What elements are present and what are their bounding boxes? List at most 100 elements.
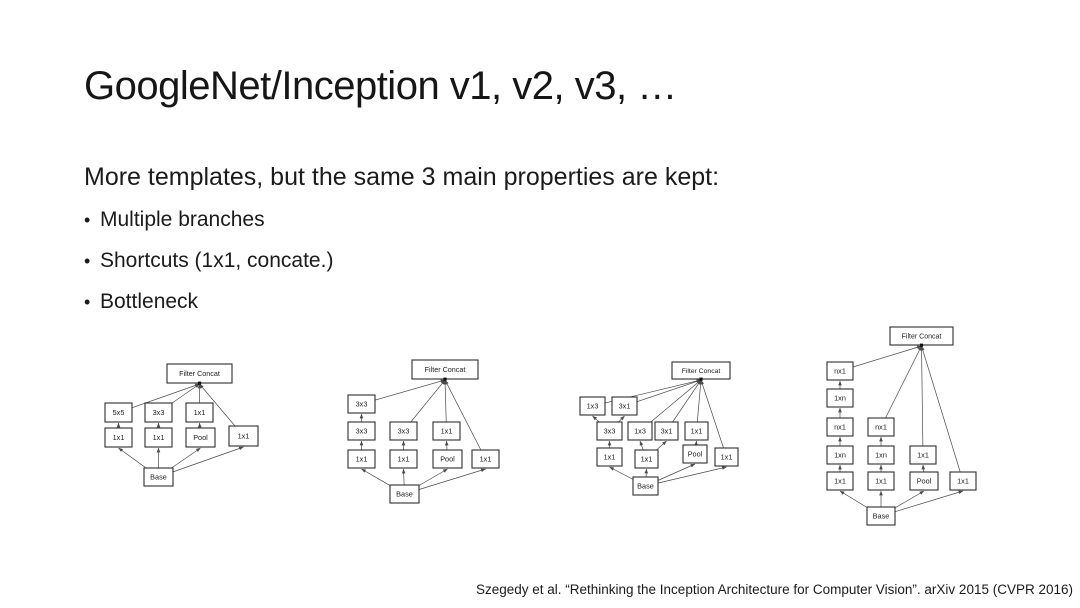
diagram-node-base <box>632 476 659 496</box>
diagram-node-label: 1x1 <box>480 455 492 464</box>
diagram-node-b2 <box>867 445 895 465</box>
diagram-node-c2 <box>185 402 214 423</box>
diagram-node-a1 <box>104 427 133 448</box>
diagram-node-a2 <box>347 421 376 441</box>
diagram-edge <box>839 345 922 372</box>
diagram-node-label: Pool <box>193 433 208 442</box>
citation: Szegedy et al. “Rethinking the Inception… <box>475 582 1073 597</box>
diagram-node-a2 <box>596 421 623 441</box>
diagram-edge <box>645 466 727 487</box>
diagram-node-label: Filter Concat <box>179 369 220 378</box>
diagram-node-label: Filter Concat <box>902 334 942 341</box>
bullet-item: • Bottleneck <box>84 288 333 316</box>
bullet-text: Multiple branches <box>100 208 265 231</box>
diagram-node-label: 1x1 <box>441 427 453 436</box>
diagram-node-a2 <box>104 402 133 423</box>
diagram-node-label: Base <box>150 473 167 482</box>
diagram-node-label: 1x1 <box>113 433 125 442</box>
diagram-node-label: 1xn <box>834 394 846 403</box>
diagram-node-label: 1x1 <box>153 433 165 442</box>
diagram-node-a3 <box>826 417 854 437</box>
diagram-node-b2 <box>389 421 418 441</box>
slide-title: GoogleNet/Inception v1, v2, v3, … <box>84 64 677 108</box>
diagram-node-c2 <box>909 445 937 465</box>
diagram-node-c1 <box>909 471 939 491</box>
diagram-node-d <box>228 425 259 447</box>
diagram-node-d <box>714 447 739 467</box>
diagram-node-label: 1x1 <box>917 451 929 460</box>
diagram-node-label: 1x1 <box>875 477 887 486</box>
bullet-text: Shortcuts (1x1, concate.) <box>100 249 334 272</box>
diagram-node-label: Base <box>873 512 890 521</box>
inception-v3-factorized-nxn-module-svg: Filter Concatnx11xnnx11xn1x1nx11xn1x11x1… <box>826 326 977 526</box>
diagram-node-b1 <box>389 449 418 469</box>
diagram-node-base <box>866 506 896 526</box>
diagram-node-a3a <box>579 396 606 416</box>
diagram-node-a5 <box>826 361 854 381</box>
diagram-node-b1 <box>867 471 895 491</box>
diagram-node-c2 <box>432 421 461 441</box>
diagram-node-d <box>471 449 500 469</box>
diagram-node-label: 3x1 <box>619 402 631 411</box>
bullet-text: Bottleneck <box>100 290 199 313</box>
diagram-node-a2 <box>826 445 854 465</box>
diagram-node-label: 1xn <box>834 451 846 460</box>
diagram-node-label: 3x1 <box>661 427 673 436</box>
bullet-item: • Multiple branches <box>84 206 333 234</box>
diagram-node-a3 <box>347 394 376 414</box>
diagram-node-label: Filter Concat <box>425 365 466 374</box>
diagram-node-a3b <box>611 396 638 416</box>
diagram-node-label: 1x1 <box>641 455 653 464</box>
diagram-node-b2 <box>144 402 173 423</box>
diagram-node-c1 <box>185 427 216 448</box>
diagram-node-base <box>143 467 174 487</box>
diagram-node-label: 3x3 <box>398 427 410 436</box>
diagram-node-label: 1x1 <box>957 477 969 486</box>
diagram-node-label: 1x1 <box>238 432 250 441</box>
diagram-node-c1 <box>432 449 463 469</box>
slide-subtitle: More templates, but the same 3 main prop… <box>84 163 720 191</box>
diagram-edge <box>444 379 486 460</box>
diagram-edge <box>700 379 727 458</box>
diagram-node-base <box>389 484 420 504</box>
diagram-node-label: Pool <box>440 455 455 464</box>
diagram-node-label: Pool <box>688 450 703 459</box>
diagram-node-label: 1x1 <box>721 453 733 462</box>
bullet-marker: • <box>84 292 91 312</box>
bullet-list: • Multiple branches • Shortcuts (1x1, co… <box>84 206 333 329</box>
junction-dot <box>443 377 447 381</box>
bullet-item: • Shortcuts (1x1, concate.) <box>84 247 333 275</box>
diagram-node-a4 <box>826 388 854 408</box>
diagram-node-label: 3x3 <box>153 408 165 417</box>
diagram-node-a1 <box>347 449 376 469</box>
diagram-edge <box>919 345 924 456</box>
diagram-node-label: 1x1 <box>398 455 410 464</box>
diagram-node-d <box>949 471 977 491</box>
diagram-node-label: Base <box>637 482 654 491</box>
junction-dot <box>197 381 202 385</box>
diagram-node-label: 3x3 <box>356 400 368 409</box>
diagram-node-label: 1x1 <box>834 477 846 486</box>
diagram-node-label: 1x3 <box>634 427 646 436</box>
diagram-node-c2 <box>684 421 709 441</box>
diagram-node-label: nx1 <box>834 423 846 432</box>
bullet-marker: • <box>84 251 91 271</box>
diagram-node-label: nx1 <box>834 367 846 376</box>
bullet-marker: • <box>84 210 91 230</box>
diagram-node-b1 <box>144 427 173 448</box>
diagram-node-b1 <box>634 449 659 469</box>
diagram-node-label: 1x1 <box>604 453 616 462</box>
diagram-edge <box>592 379 702 407</box>
diagram-node-label: 1x1 <box>691 427 703 436</box>
junction-dot <box>699 377 703 381</box>
diagram-node-a1 <box>596 447 623 467</box>
diagram-node-label: 1x1 <box>194 408 206 417</box>
diagram-edge <box>921 345 964 482</box>
diagram-node-label: 1xn <box>875 451 887 460</box>
diagram-node-label: 1x3 <box>587 402 599 411</box>
